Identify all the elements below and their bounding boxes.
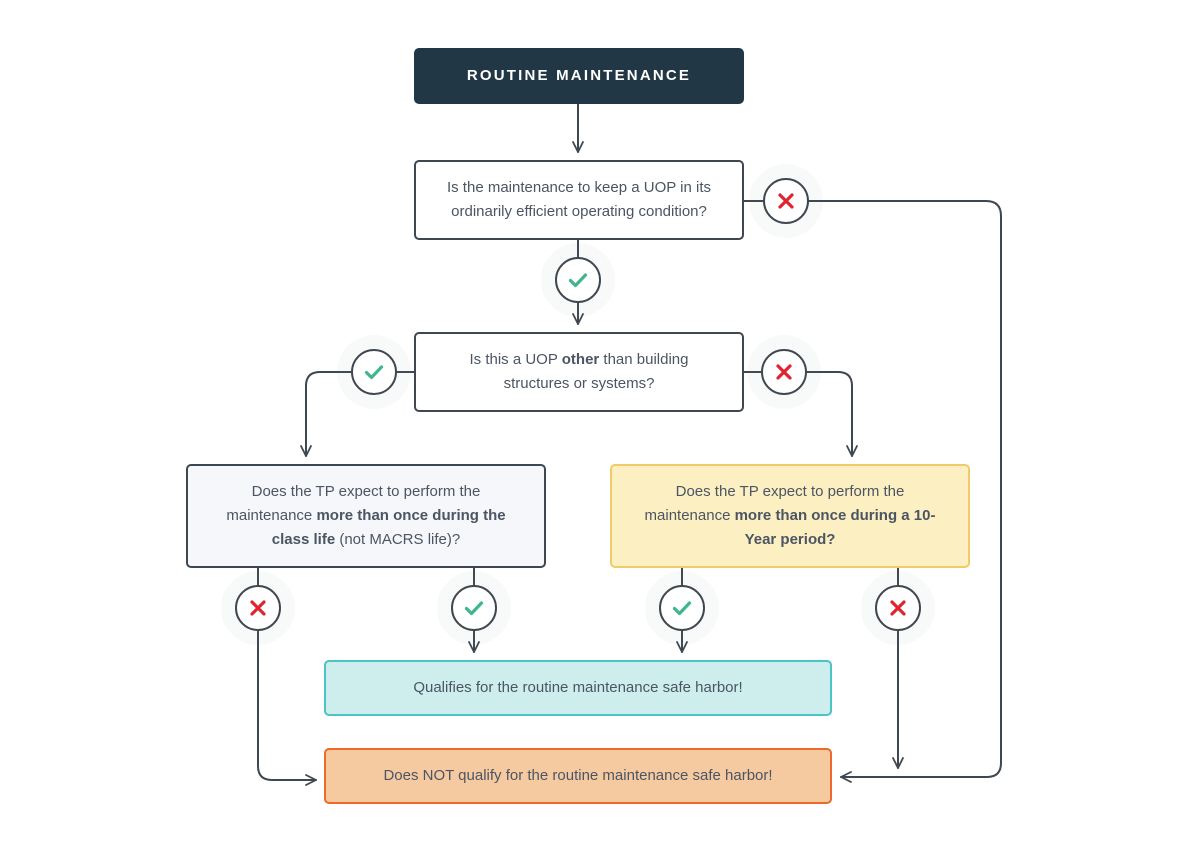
question-1-text: Is the maintenance to keep a UOP in its … [446,179,712,220]
question-uop-other-than-building: Is this a UOP other than building struct… [414,332,744,412]
flowchart-title-text: ROUTINE MAINTENANCE [466,67,692,84]
question-class-life: Does the TP expect to perform the mainte… [186,464,546,568]
flowchart-title: ROUTINE MAINTENANCE [414,48,744,104]
check-icon [672,601,692,616]
q2-yes-badge [351,349,397,395]
question-ten-year-period: Does the TP expect to perform the mainte… [610,464,970,568]
q2-no-badge [761,349,807,395]
cross-icon [250,600,266,616]
q1-yes-badge [555,257,601,303]
cross-icon [776,364,792,380]
check-icon [568,273,588,288]
q3-yes-badge [451,585,497,631]
cross-icon [890,600,906,616]
question-2-text: Is this a UOP other than building struct… [469,351,689,392]
question-4-text: Does the TP expect to perform the mainte… [644,483,936,548]
question-3-text: Does the TP expect to perform the mainte… [226,483,506,548]
check-icon [464,601,484,616]
outcome-not-qualifies-text: Does NOT qualify for the routine mainten… [383,767,773,784]
cross-icon [778,193,794,209]
q1-no-badge [763,178,809,224]
outcome-qualifies: Qualifies for the routine maintenance sa… [324,660,832,716]
q4-yes-badge [659,585,705,631]
outcome-qualifies-text: Qualifies for the routine maintenance sa… [413,679,743,696]
check-icon [364,365,384,380]
outcome-not-qualifies: Does NOT qualify for the routine mainten… [324,748,832,804]
q3-no-badge [235,585,281,631]
q4-no-badge [875,585,921,631]
question-maintenance-condition: Is the maintenance to keep a UOP in its … [414,160,744,240]
